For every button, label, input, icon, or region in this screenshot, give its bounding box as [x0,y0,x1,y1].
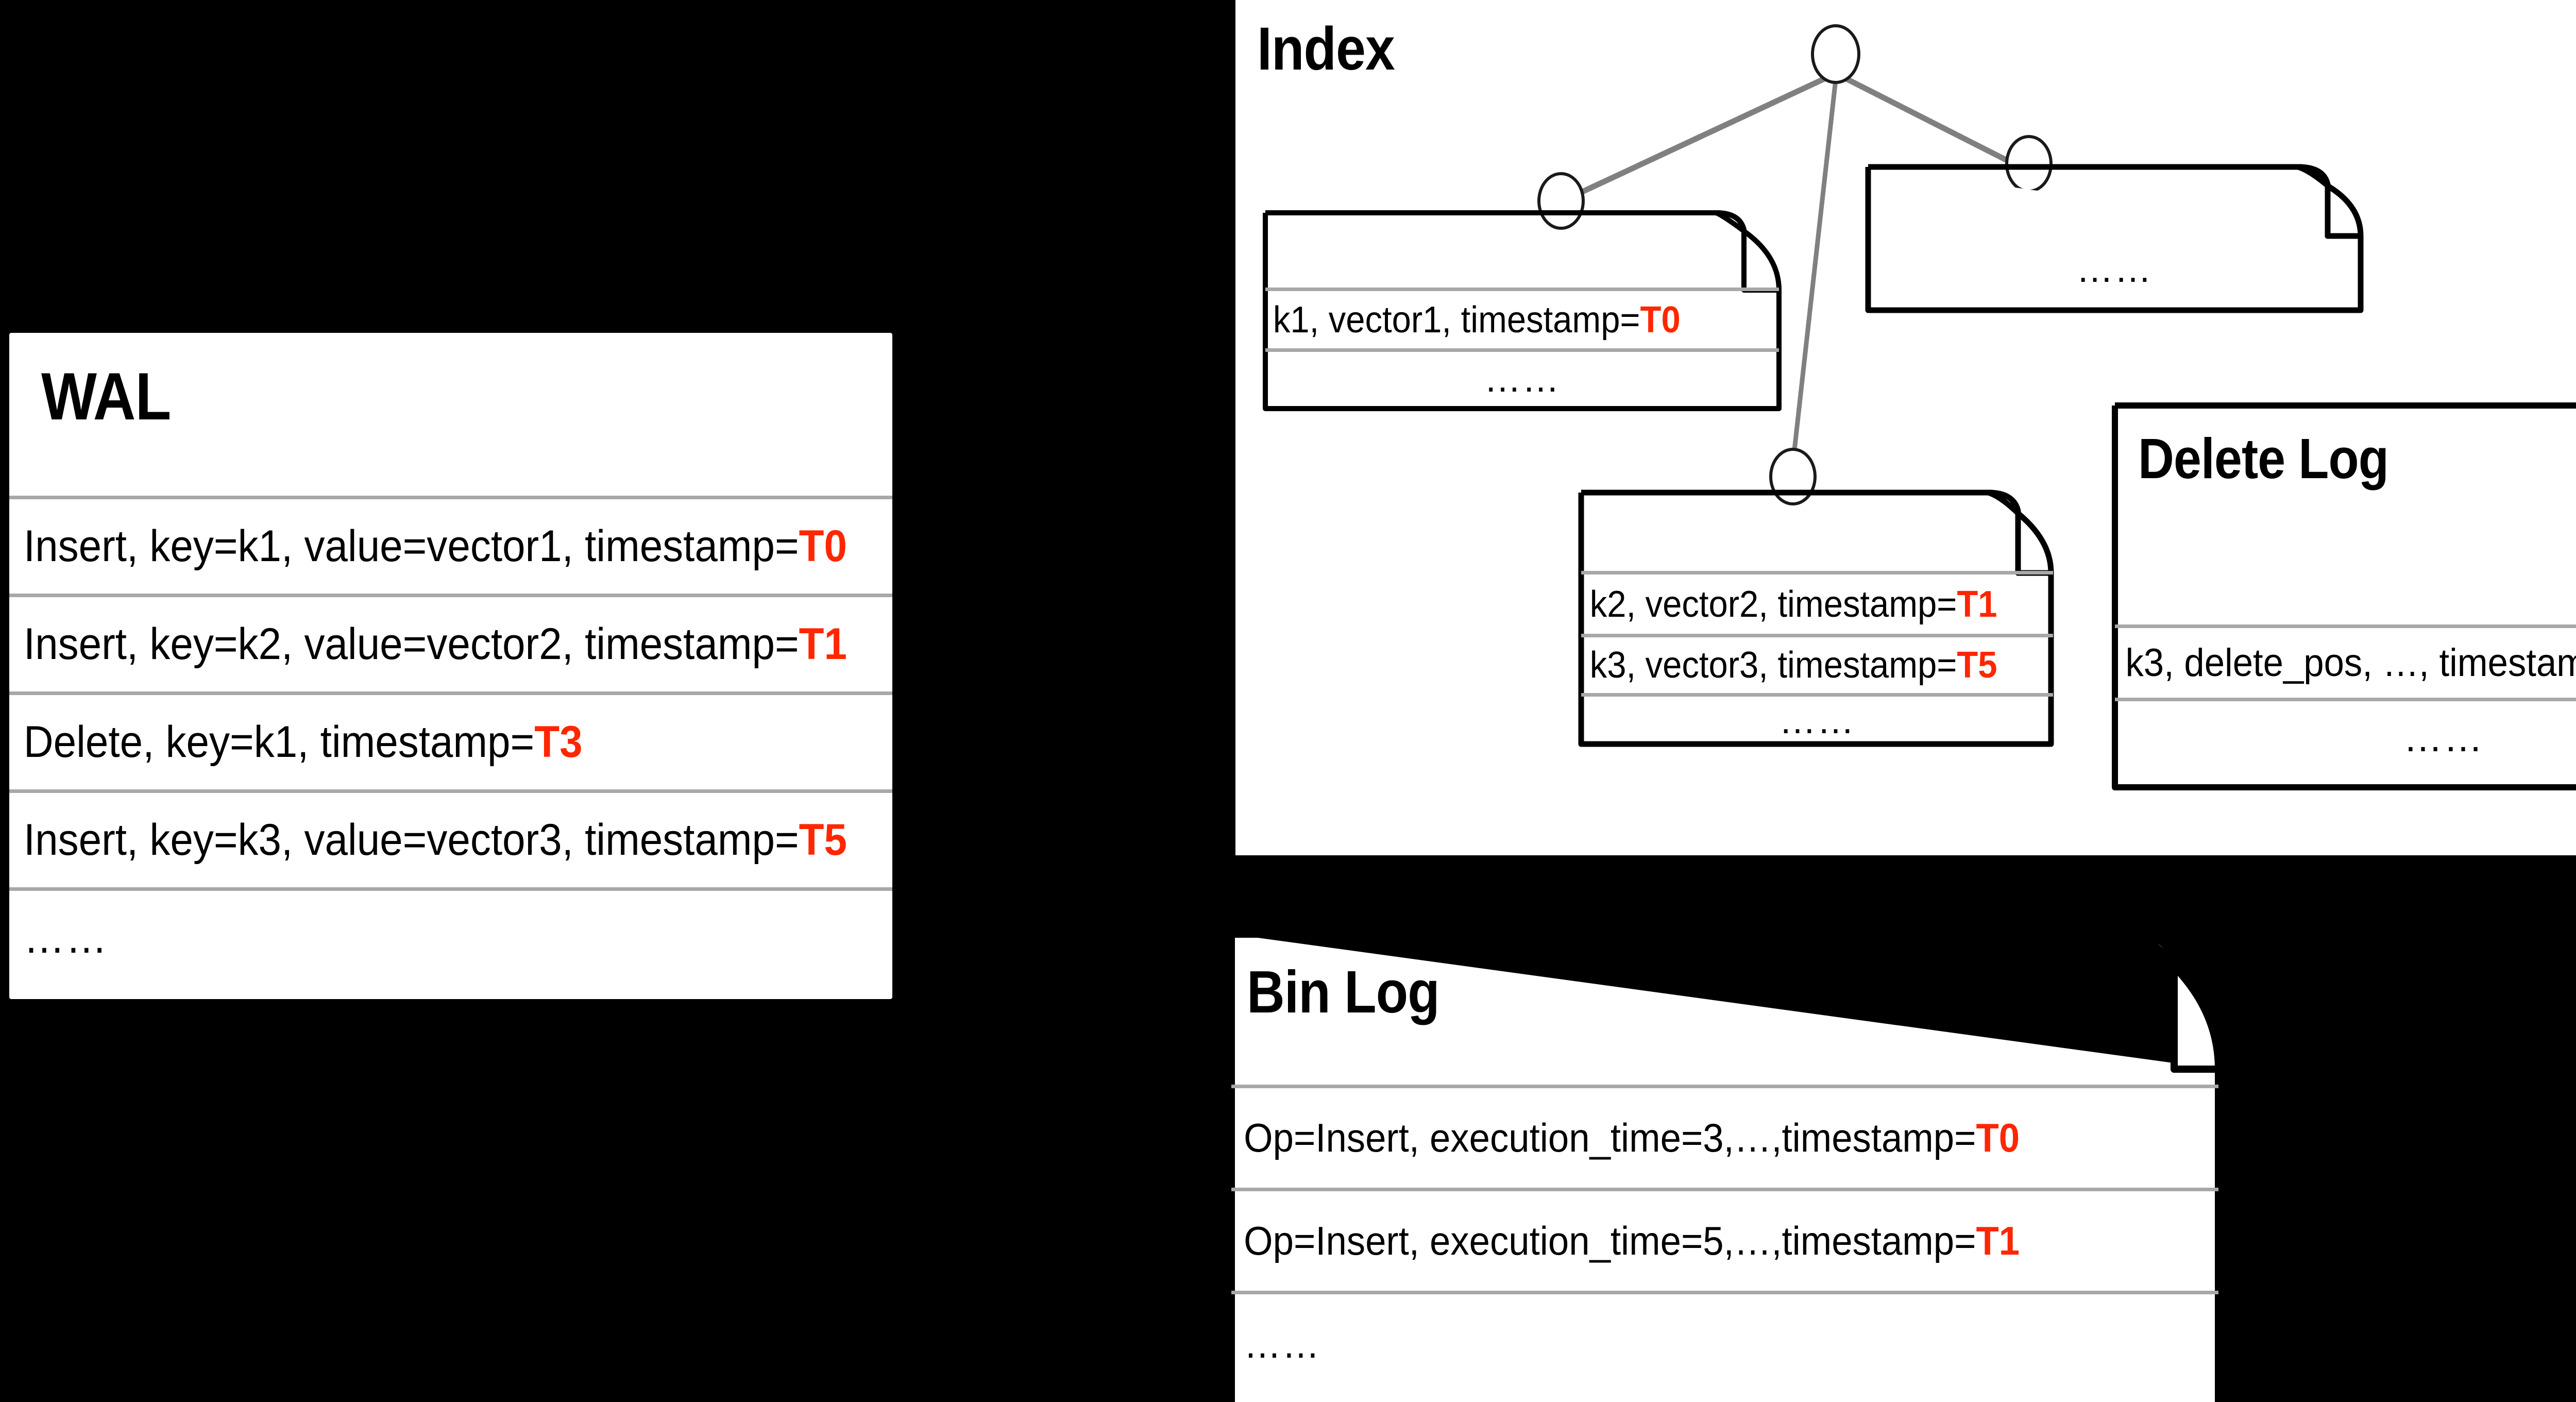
bin-log-outline [1228,931,2222,1402]
wal-rows: Insert, key=k1, value=vector1, timestamp… [9,496,892,985]
segment-k2-k3-row-2-text: …… [1779,700,1855,741]
segment-ellipsis-rows: …… [1868,236,2361,303]
edge-root-to-bottom [1790,79,1838,464]
root-node [1811,24,1860,84]
segment-k2-k3: k2, vector2, timestamp=T1 k3, vector3, t… [1578,489,2057,747]
segment-k2-k3-row-1-timestamp: T5 [1957,645,1997,686]
delete-log-row-1-text: …… [2403,716,2484,760]
segment-k2-k3-row-0-timestamp: T1 [1957,583,1997,625]
delete-log-outline [2112,402,2576,790]
segment-k1: k1, vector1, timestamp=T0 …… [1263,210,1783,411]
bin-log-row-2-text: …… [1244,1321,1320,1366]
wal-row-4: …… [9,887,892,985]
segment-k2-k3-rows: k2, vector2, timestamp=T1 k3, vector3, t… [1581,571,2053,745]
wal-row-2-text: Delete, key=k1, timestamp= [23,717,535,767]
bin-log-row-0-text: Op=Insert, execution_time=3,…,timestamp= [1244,1115,1976,1160]
wal-row-4-text: …… [23,913,108,962]
delete-log-row-0-text: k3, delete_pos, …, timestamp= [2125,641,2576,685]
bin-log-rows: Op=Insert, execution_time=3,…,timestamp=… [1231,1085,2218,1394]
edge-root-to-right [1837,72,2018,167]
wal-row-1-timestamp: T1 [799,619,848,669]
index-panel: Index k1, vector1, timestamp=T0 [1232,0,2576,858]
bin-log-title: Bin Log [1247,958,1440,1025]
bin-log-row-0: Op=Insert, execution_time=3,…,timestamp=… [1231,1085,2218,1188]
bin-log-row-1-timestamp: T1 [1976,1218,2020,1263]
wal-row-1: Insert, key=k2, value=vector2, timestamp… [9,594,892,691]
wal-row-0: Insert, key=k1, value=vector1, timestamp… [9,496,892,594]
segment-k1-rows: k1, vector1, timestamp=T0 …… [1265,288,1779,406]
bin-log-row-0-timestamp: T0 [1976,1115,2020,1160]
wal-row-0-text: Insert, key=k1, value=vector1, timestamp… [23,521,799,571]
bin-log-row-1: Op=Insert, execution_time=5,…,timestamp=… [1231,1188,2218,1291]
segment-k2-k3-row-0-text: k2, vector2, timestamp= [1589,583,1957,625]
wal-row-2-timestamp: T3 [534,717,583,767]
edge-root-to-left [1561,72,1835,204]
bin-log-panel: Bin Log Op=Insert, execution_time=3,…,ti… [1227,930,2227,1402]
wal-row-1-text: Insert, key=k2, value=vector2, timestamp… [23,619,799,669]
segment-ellipsis: …… [1865,164,2365,313]
segment-k1-row-1-text: …… [1484,358,1561,400]
wal-title: WAL [41,359,171,434]
delete-log-title: Delete Log [2138,427,2389,491]
delete-log-row-0: k3, delete_pos, …, timestamp=T3 [2115,624,2576,698]
wal-row-0-timestamp: T0 [799,521,848,571]
segment-k2-k3-row-1: k3, vector3, timestamp=T5 [1581,634,2053,693]
bin-log-row-2: …… [1231,1291,2218,1394]
segment-k1-row-1: …… [1265,348,1779,406]
index-title: Index [1257,15,1395,83]
segment-k1-row-0: k1, vector1, timestamp=T0 [1265,288,1779,348]
bin-log-row-1-text: Op=Insert, execution_time=5,…,timestamp= [1244,1218,1976,1263]
wal-panel: WAL Insert, key=k1, value=vector1, times… [6,330,895,1002]
segment-k1-row-0-timestamp: T0 [1640,299,1681,341]
segment-ellipsis-row-0-text: …… [2076,249,2153,290]
wal-row-3-text: Insert, key=k3, value=vector3, timestamp… [23,815,799,865]
segment-ellipsis-row-0: …… [1868,236,2361,303]
segment-k2-k3-row-1-text: k3, vector3, timestamp= [1589,645,1957,686]
delete-log-row-1: …… [2115,698,2576,775]
wal-row-2: Delete, key=k1, timestamp=T3 [9,691,892,789]
segment-k2-k3-outline [1578,489,2054,747]
wal-row-3: Insert, key=k3, value=vector3, timestamp… [9,789,892,887]
wal-row-3-timestamp: T5 [799,815,848,865]
segment-k2-k3-row-0: k2, vector2, timestamp=T1 [1581,571,2053,634]
segment-k1-row-0-text: k1, vector1, timestamp= [1273,299,1640,341]
segment-k1-outline [1263,210,1782,411]
segment-k2-k3-row-2: …… [1581,693,2053,745]
delete-log-rows: k3, delete_pos, …, timestamp=T3 …… [2115,624,2576,775]
delete-log-panel: Delete Log k3, delete_pos, …, timestamp=… [2111,402,2576,791]
segment-ellipsis-outline [1865,164,2364,313]
